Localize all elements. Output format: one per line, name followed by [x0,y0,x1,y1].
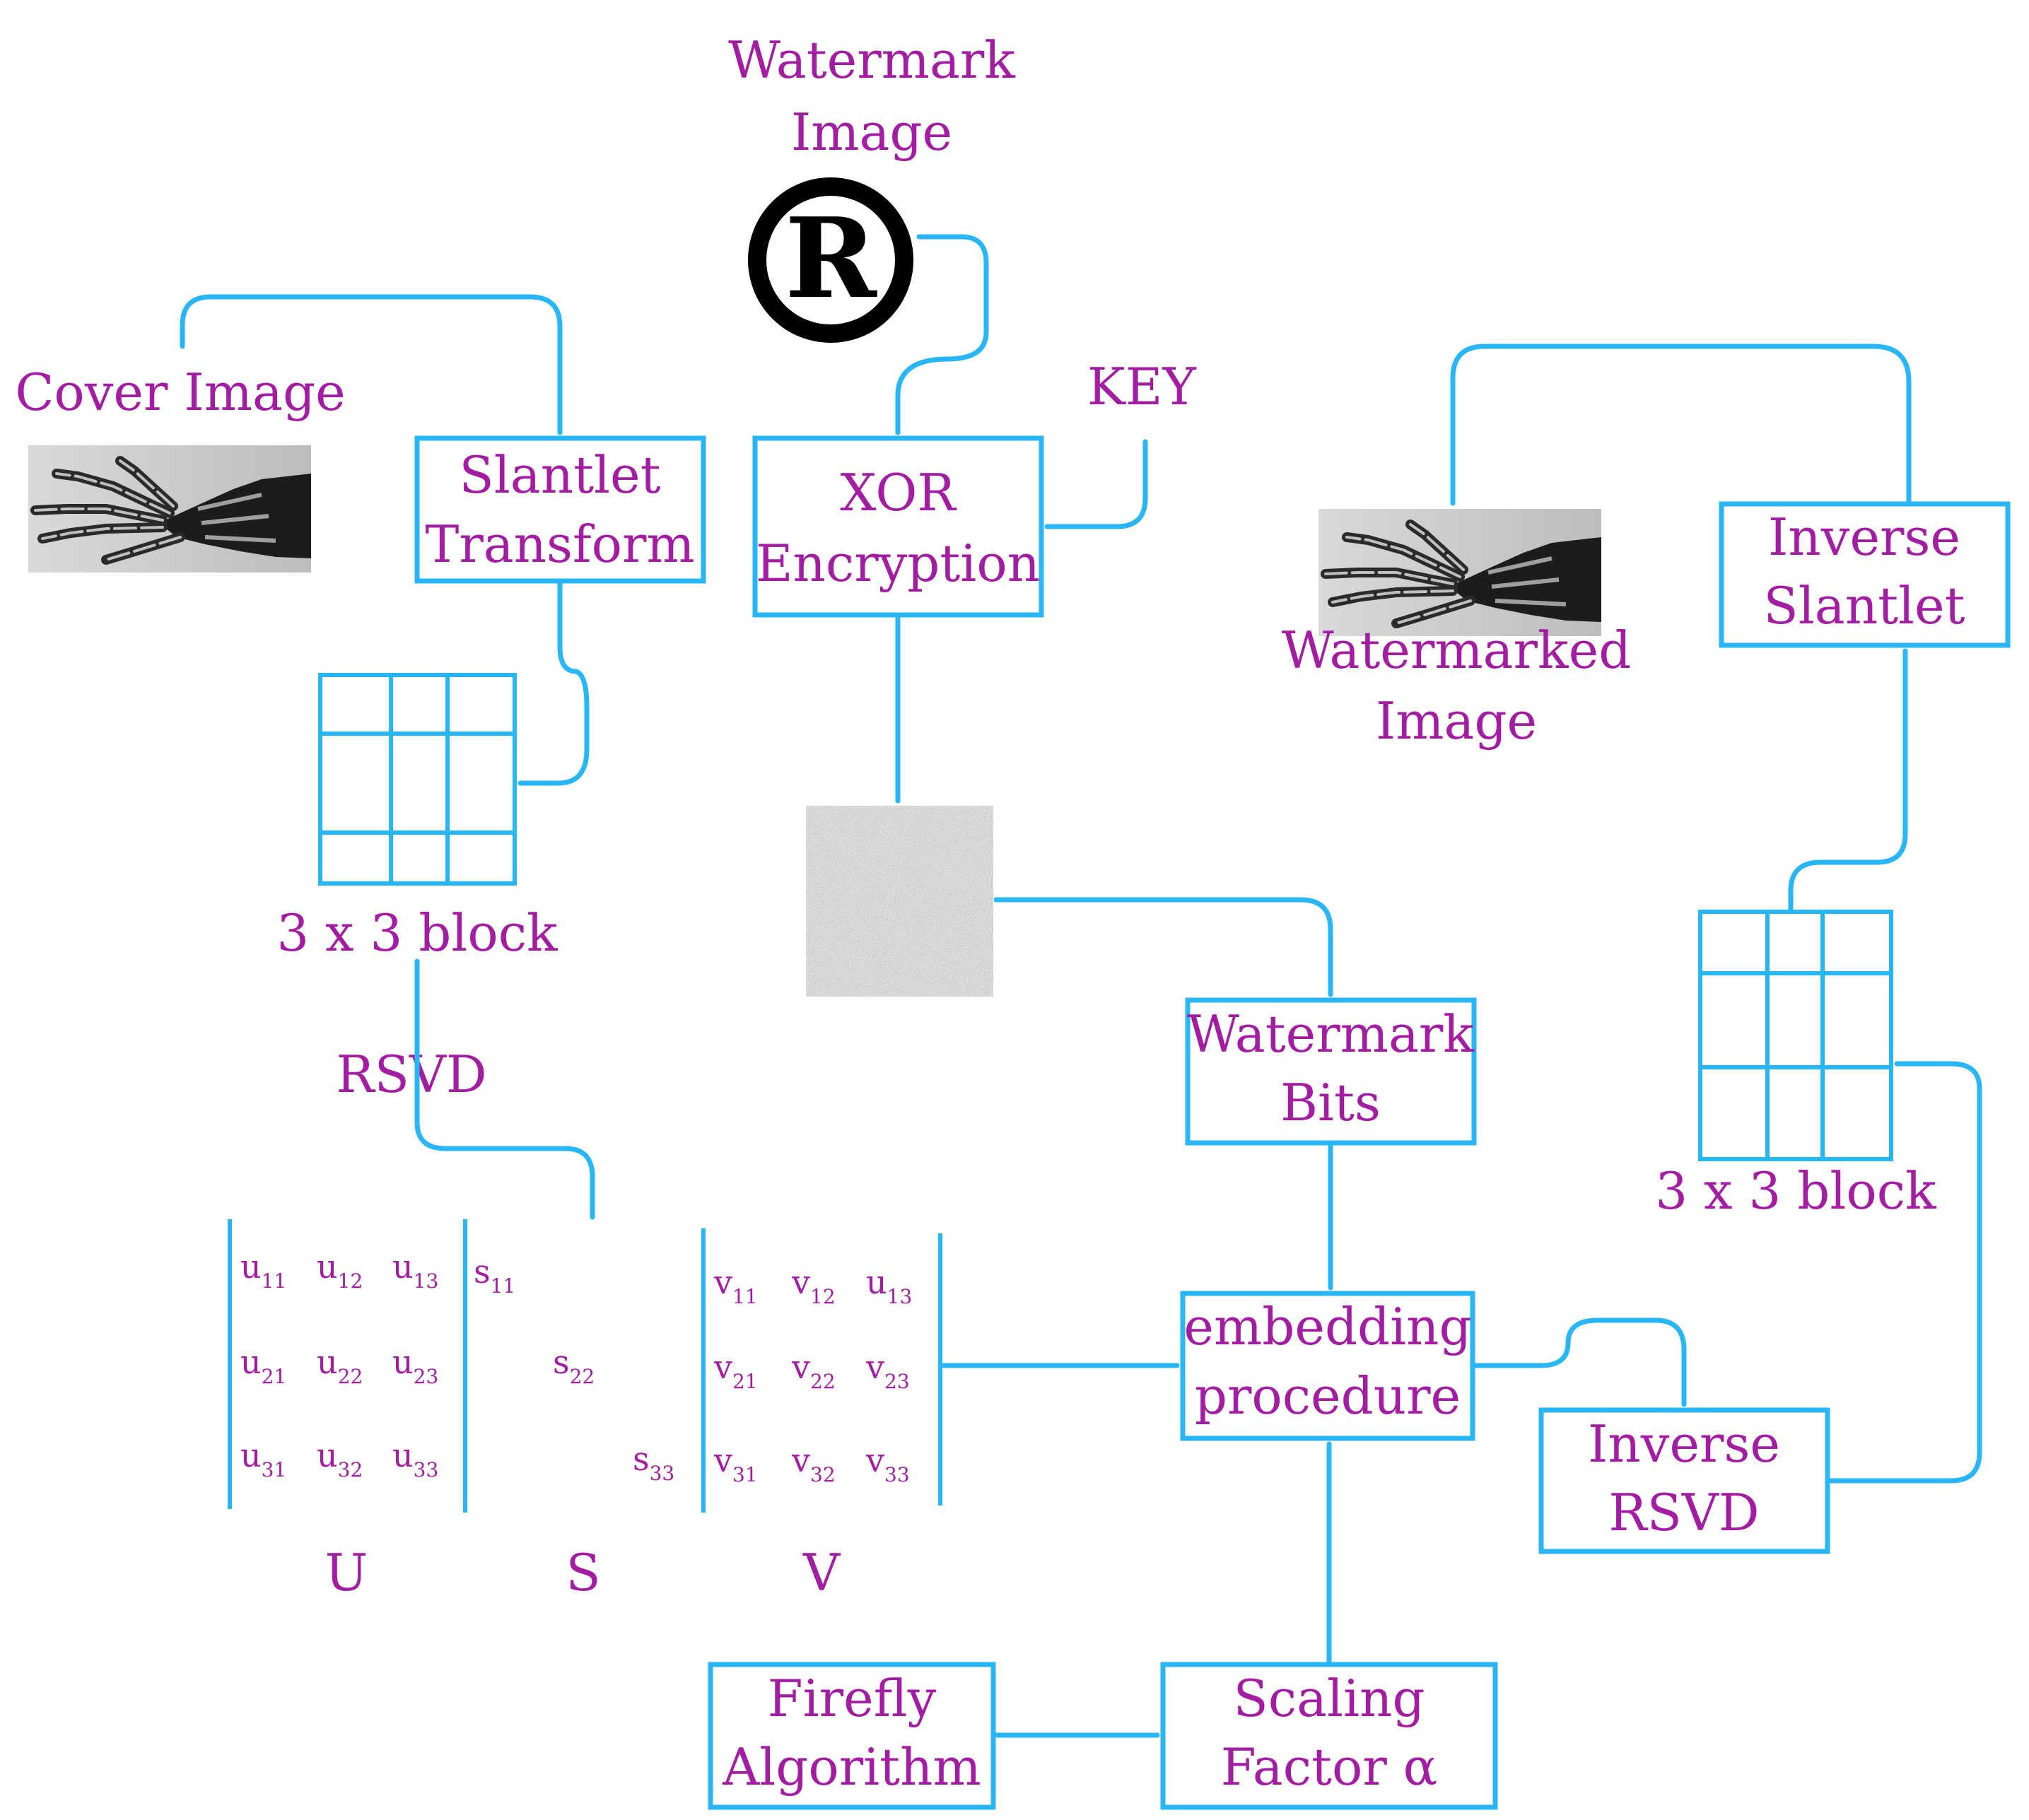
v-11: v11 [713,1263,758,1308]
cover-image-label: Cover Image [15,363,345,422]
arrow-inverse-slantlet-to-watermarked [1450,344,1912,506]
block-left-label: 3 x 3 block [276,903,559,963]
scaling-factor-line1: Scaling [1233,1669,1425,1728]
embedding-procedure-box: embedding procedure [1180,1291,1475,1441]
arrow-embedding-to-inverse-rsvd [1473,1317,1687,1407]
u-21: u21 [240,1343,286,1388]
arrow-cover-to-slantlet [180,294,563,435]
firefly-algorithm-line1: Firefly [768,1669,937,1728]
firefly-algorithm-line2: Algorithm [722,1737,981,1797]
scaling-factor-box: Scaling Factor α [1160,1662,1498,1810]
v-12: v12 [791,1263,836,1308]
embedding-procedure-line2: procedure [1195,1366,1461,1426]
matrix-v: v11 v12 u13 v21 v22 v23 v31 v32 v33 [713,1263,912,1486]
block-right-label: 3 x 3 block [1655,1161,1937,1221]
inverse-rsvd-line1: Inverse [1588,1414,1780,1474]
arrow-inverse-rsvd-to-block [1828,1061,1982,1484]
xor-encryption-line2: Encryption [756,534,1040,593]
matrix-bars [228,1219,942,1513]
u-13: u13 [392,1247,438,1293]
s-11: s11 [474,1252,515,1298]
xor-encryption-line1: XOR [840,463,957,522]
watermark-bits-line1: Watermark [1187,1004,1475,1064]
registered-glyph: R [785,194,877,323]
arrow-key-to-xor [1044,439,1148,529]
inverse-slantlet-line2: Slantlet [1763,576,1965,635]
inverse-rsvd-line2: RSVD [1608,1483,1759,1542]
registered-logo-image: R [747,167,917,343]
scaling-factor-line2: Factor α [1221,1737,1438,1797]
rsvd-label: RSVD [336,1045,486,1104]
arrow-slantlet-to-block [518,581,590,786]
arrow-watermark-to-xor [895,234,989,435]
slantlet-transform-box: Slantlet Transform [414,435,706,584]
v-22: v22 [791,1348,836,1393]
encrypted-watermark-image [806,806,993,997]
u-23: u23 [392,1343,438,1388]
u-33: u33 [392,1436,438,1481]
watermark-image-label-line1: Watermark [728,30,1016,90]
cover-image-thumbnail [28,445,311,573]
inverse-slantlet-box: Inverse Slantlet [1719,501,2011,648]
matrix-s: s11 s22 s33 [474,1252,674,1485]
watermark-image-label-line2: Image [791,102,952,162]
u-32: u32 [317,1436,363,1481]
arrow-block-to-inverse-slantlet [1788,648,1908,913]
slantlet-transform-line1: Slantlet [459,445,660,505]
v-33: v33 [865,1441,910,1486]
arrow-encrypted-to-bits [993,897,1333,997]
watermarked-image-line2: Image [1376,691,1537,751]
matrix-s-name: S [566,1543,600,1602]
v-21: v21 [713,1348,758,1393]
v-31: v31 [713,1441,758,1486]
v-32: v32 [791,1441,836,1486]
firefly-algorithm-box: Firefly Algorithm [708,1662,996,1810]
key-label: KEY [1087,357,1197,416]
matrix-u: u11 u12 u13 u21 u22 u23 u31 u32 u33 [240,1247,438,1481]
embedding-procedure-line1: embedding [1183,1297,1471,1356]
u-11: u11 [240,1247,286,1293]
v-13: u13 [866,1263,912,1308]
slantlet-transform-line2: Transform [425,515,694,574]
u-31: u31 [240,1436,286,1481]
arrow-rsvd-to-matrices [414,1096,595,1220]
v-23: v23 [865,1348,910,1393]
block-grid-right [1698,910,1893,1161]
block-grid-left [318,673,517,886]
watermark-bits-line2: Bits [1280,1073,1381,1132]
matrix-v-name: V [802,1543,841,1602]
watermarked-image-line1: Watermarked [1282,621,1632,680]
watermark-bits-box: Watermark Bits [1185,997,1477,1146]
watermarked-image-thumbnail [1318,509,1601,636]
s-22: s22 [553,1343,595,1388]
s-33: s33 [633,1440,674,1485]
u-12: u12 [317,1247,363,1293]
matrix-u-name: U [325,1543,368,1602]
inverse-slantlet-line1: Inverse [1768,507,1960,567]
inverse-rsvd-box: Inverse RSVD [1538,1407,1830,1554]
u-22: u22 [317,1343,363,1388]
xor-encryption-box: XOR Encryption [752,435,1044,618]
